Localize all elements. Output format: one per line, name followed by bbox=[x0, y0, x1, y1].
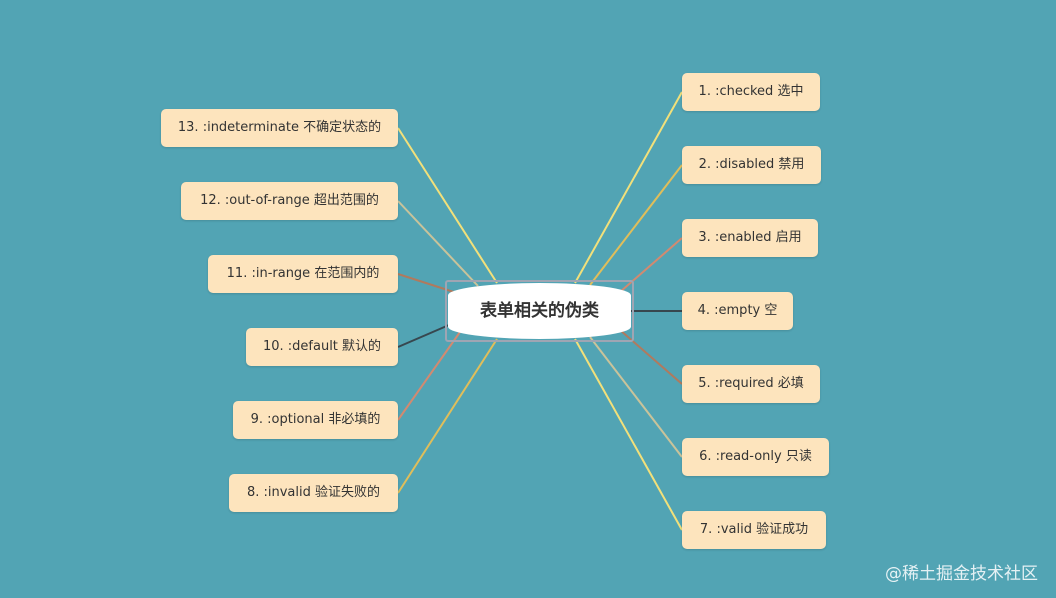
right-branch-link-5 bbox=[619, 329, 683, 385]
right-branch-link-1 bbox=[574, 91, 683, 284]
branch-node-valid[interactable]: 7. :valid 验证成功 bbox=[682, 511, 826, 549]
branch-node-checked[interactable]: 1. :checked 选中 bbox=[682, 73, 820, 111]
root-node[interactable]: 表单相关的伪类 bbox=[448, 283, 631, 339]
branch-node-disabled[interactable]: 2. :disabled 禁用 bbox=[682, 146, 821, 184]
left-branch-link-1 bbox=[397, 127, 498, 284]
branch-node-optional[interactable]: 9. :optional 非必填的 bbox=[233, 401, 398, 439]
branch-node-indeterminate[interactable]: 13. :indeterminate 不确定状态的 bbox=[161, 109, 398, 147]
branch-node-out-of-range[interactable]: 12. :out-of-range 超出范围的 bbox=[181, 182, 398, 220]
branch-node-invalid[interactable]: 8. :invalid 验证失败的 bbox=[229, 474, 398, 512]
branch-node-read-only[interactable]: 6. :read-only 只读 bbox=[682, 438, 829, 476]
right-branch-link-6 bbox=[589, 336, 683, 458]
right-branch-link-7 bbox=[574, 338, 683, 531]
left-branch-link-4 bbox=[397, 324, 450, 348]
branch-node-enabled[interactable]: 3. :enabled 启用 bbox=[682, 219, 818, 257]
left-branch-link-2 bbox=[397, 200, 479, 287]
branch-node-in-range[interactable]: 11. :in-range 在范围内的 bbox=[208, 255, 398, 293]
branch-node-empty[interactable]: 4. :empty 空 bbox=[682, 292, 793, 330]
left-branch-link-5 bbox=[397, 331, 461, 421]
right-branch-link-3 bbox=[619, 237, 683, 293]
left-branch-link-3 bbox=[397, 273, 461, 295]
root-node-selection-frame bbox=[445, 280, 634, 342]
branch-node-default[interactable]: 10. :default 默认的 bbox=[246, 328, 398, 366]
branch-node-required[interactable]: 5. :required 必填 bbox=[682, 365, 820, 403]
right-branch-link-2 bbox=[589, 164, 683, 286]
watermark: @稀土掘金技术社区 bbox=[885, 564, 1038, 584]
left-branch-link-6 bbox=[397, 338, 498, 494]
